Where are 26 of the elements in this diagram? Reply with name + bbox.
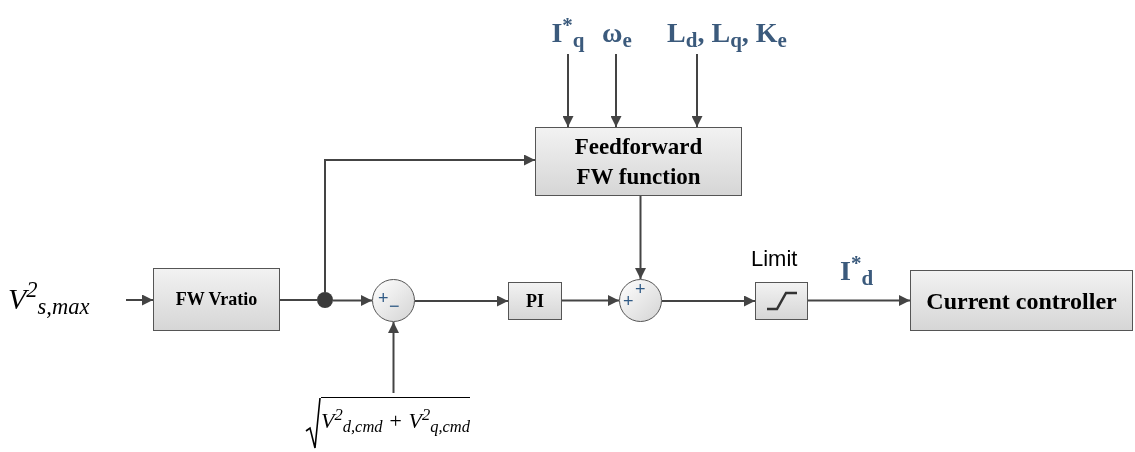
arrow — [332, 295, 373, 306]
pi-block: PI — [508, 282, 562, 320]
summing-junction — [619, 279, 662, 322]
summing-junction — [372, 279, 415, 322]
arrow — [414, 295, 509, 307]
sign-label: + — [378, 289, 389, 307]
controller-block: Current controller — [910, 270, 1133, 331]
arrow — [324, 154, 536, 293]
arrow — [610, 53, 622, 128]
connector-line — [279, 299, 318, 301]
input-label: L$_{d}$, L$_{q}$, K$_{e}$ — [667, 16, 787, 54]
arrow — [561, 295, 620, 306]
sign-label: + — [623, 292, 634, 310]
sign-label: − — [389, 297, 400, 315]
arrow — [562, 53, 574, 128]
feedforward-block: Feedforward FW function — [535, 127, 742, 196]
arrow — [388, 321, 399, 394]
arrow — [635, 195, 646, 280]
block-title: Limit — [751, 245, 798, 273]
process-block: FW Vratio — [153, 268, 280, 331]
sign-label: + — [635, 280, 646, 298]
input-label: ω$_{e}$ — [602, 16, 632, 54]
arrow — [807, 295, 911, 306]
arrow — [661, 295, 756, 307]
arrow — [125, 294, 154, 306]
arrow — [691, 53, 703, 128]
